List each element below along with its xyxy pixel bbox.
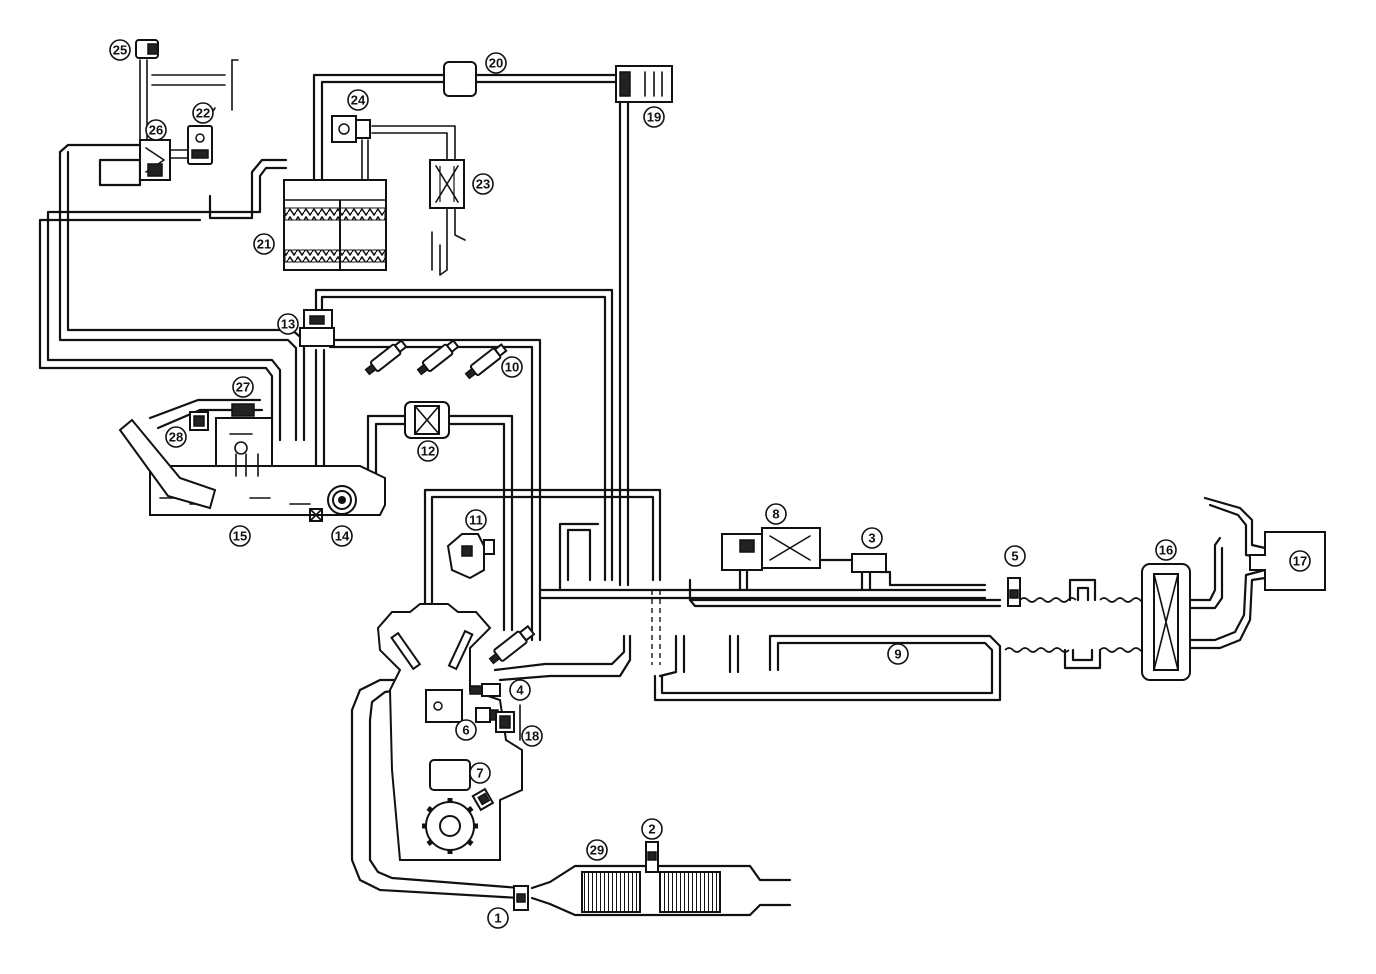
svg-text:4: 4 [516,683,524,698]
svg-text:5: 5 [1011,549,1018,564]
component-22 [187,125,213,165]
svg-text:1: 1 [494,911,501,926]
label-24: 24 [347,89,369,111]
label-15: 15 [229,525,251,547]
label-17: 17 [1289,550,1311,572]
component-2-sensor [645,841,659,873]
component-1-sensor [513,885,529,911]
label-18: 18 [521,725,543,747]
component-25 [135,39,159,59]
svg-text:10: 10 [505,360,519,375]
label-23: 23 [472,173,494,195]
label-6: 6 [455,719,477,741]
svg-text:26: 26 [149,123,163,138]
label-20: 20 [485,52,507,74]
component-21-canister [283,179,387,271]
svg-text:20: 20 [489,56,503,71]
svg-text:28: 28 [169,430,183,445]
svg-text:14: 14 [335,529,350,544]
component-16-air-filter [1141,563,1191,681]
component-4 [469,683,501,697]
component-11 [446,533,495,580]
component-13-regulator [299,309,335,347]
component-8 [721,527,821,571]
label-27: 27 [232,376,254,398]
svg-text:23: 23 [476,177,490,192]
svg-text:15: 15 [233,529,247,544]
svg-text:13: 13 [281,317,295,332]
component-5 [1007,577,1021,607]
label-4: 4 [509,679,531,701]
svg-text:8: 8 [772,507,779,522]
component-18 [495,711,515,733]
label-22: 22 [192,102,214,124]
label-12: 12 [417,440,439,462]
component-12-filter [404,401,450,439]
component-19 [615,65,673,103]
component-15-fuel-tank [118,398,386,522]
label-2: 2 [641,818,663,840]
label-19: 19 [643,106,665,128]
svg-text:16: 16 [1159,543,1173,558]
label-16: 16 [1155,539,1177,561]
label-3: 3 [861,527,883,549]
svg-text:11: 11 [469,513,483,528]
label-5: 5 [1004,545,1026,567]
label-1: 1 [487,907,509,929]
component-20 [443,61,477,97]
svg-text:12: 12 [421,444,435,459]
svg-text:9: 9 [894,647,901,662]
component-24 [331,115,371,143]
callout-labels: 25 26 22 20 19 24 23 21 13 10 27 28 12 1… [109,39,1311,929]
label-28: 28 [165,426,187,448]
svg-text:17: 17 [1293,554,1307,569]
svg-text:24: 24 [351,93,366,108]
label-21: 21 [253,233,275,255]
component-17 [1249,531,1326,591]
component-26 [139,139,171,181]
svg-text:27: 27 [236,380,250,395]
label-10: 10 [501,356,523,378]
label-26: 26 [145,119,167,141]
component-23 [429,159,465,209]
label-11: 11 [465,509,487,531]
corrugated-tubes [1004,578,1157,670]
svg-text:2: 2 [648,822,655,837]
label-9: 9 [887,643,909,665]
component-6 [475,707,499,723]
svg-text:21: 21 [257,237,271,252]
component-3 [851,553,887,573]
label-8: 8 [765,503,787,525]
svg-text:6: 6 [462,723,469,738]
label-14: 14 [331,525,353,547]
label-25: 25 [109,39,131,61]
component-10-injectors [364,339,508,380]
svg-text:29: 29 [590,843,604,858]
component-29-catalytic-converter [581,871,721,913]
label-13: 13 [277,313,299,335]
label-7: 7 [469,762,491,784]
svg-text:25: 25 [113,43,127,58]
svg-text:19: 19 [647,110,661,125]
svg-text:7: 7 [476,766,483,781]
label-29: 29 [586,839,608,861]
svg-text:18: 18 [525,729,539,744]
svg-text:22: 22 [196,106,210,121]
svg-text:3: 3 [868,531,875,546]
component-7 [471,787,495,812]
